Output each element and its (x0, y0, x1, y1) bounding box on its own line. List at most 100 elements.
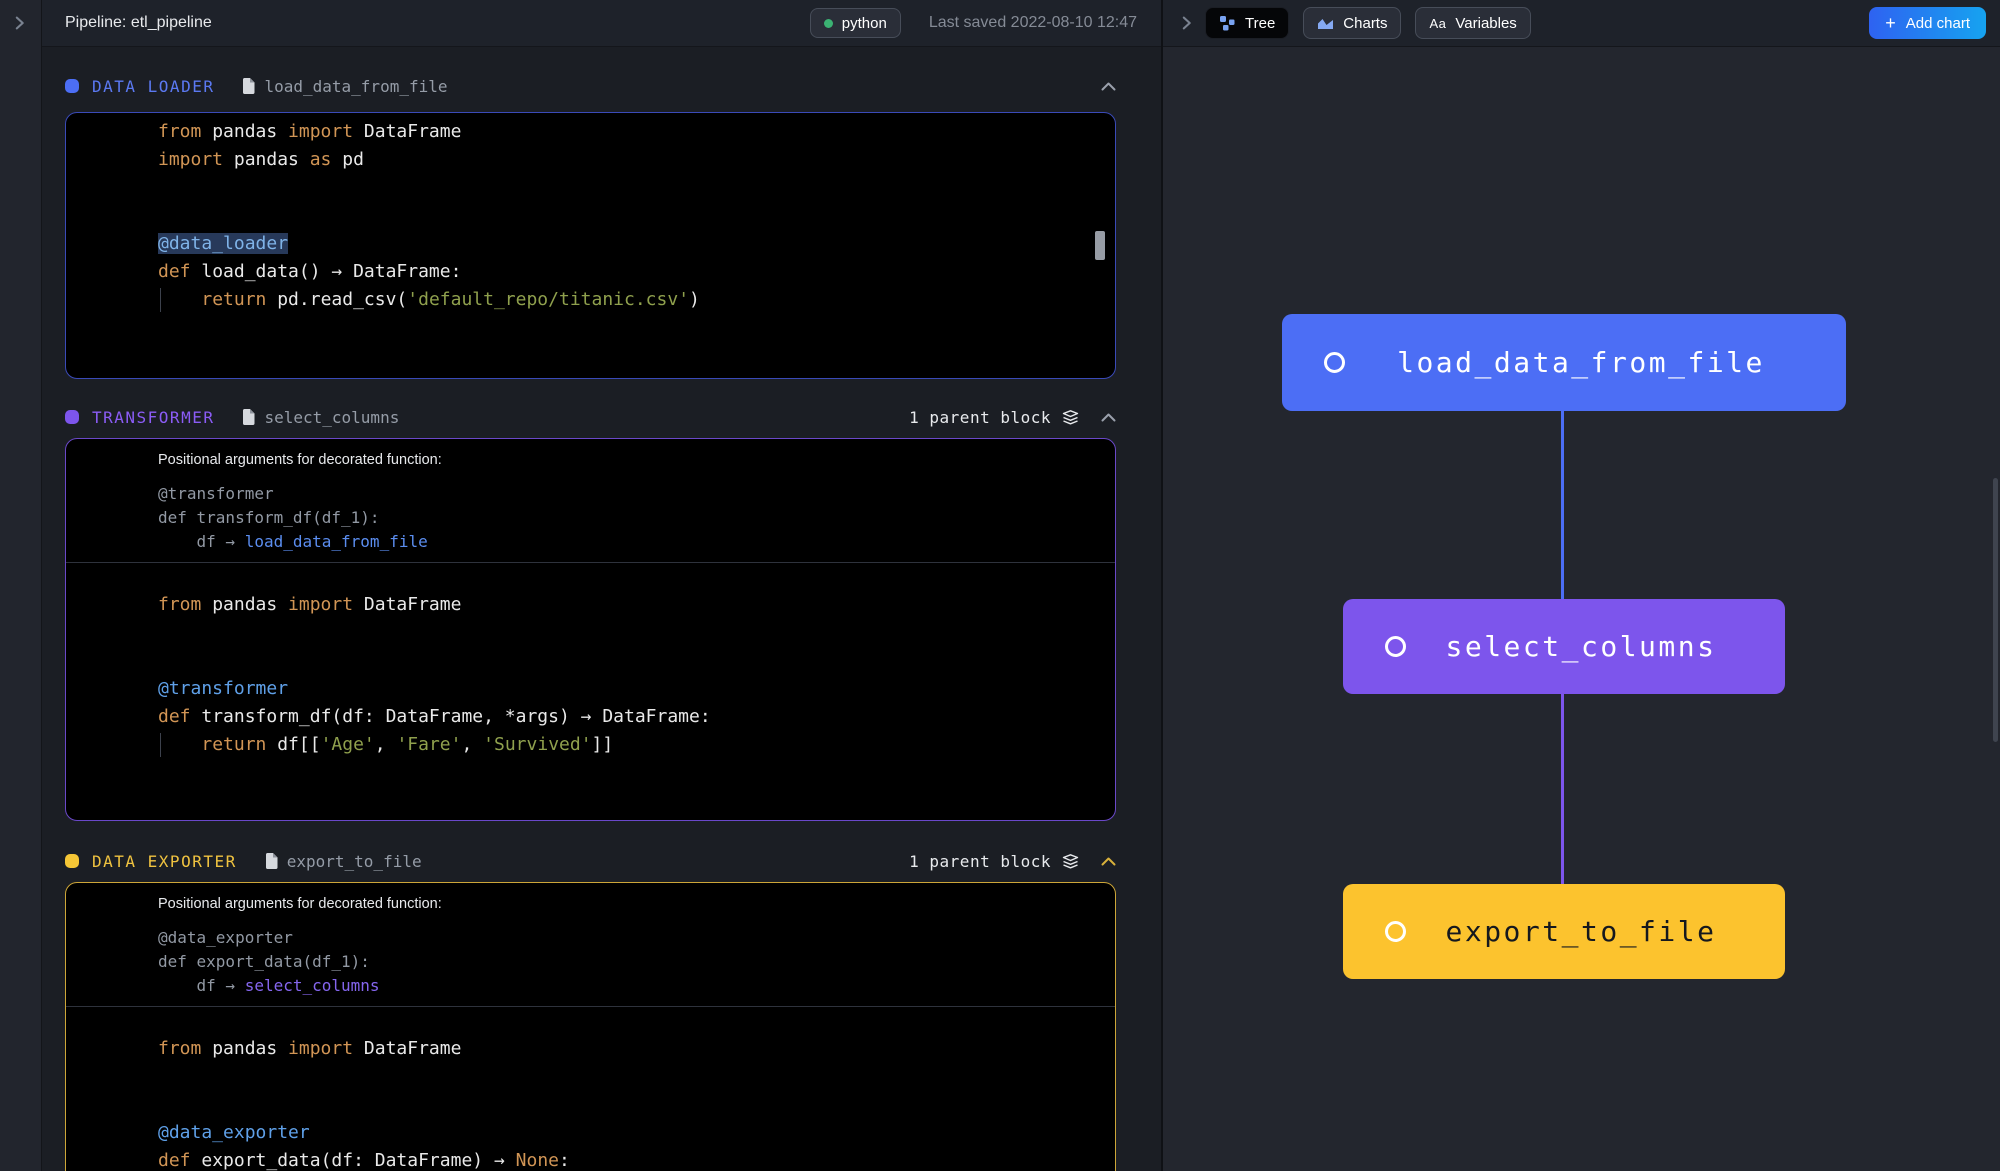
chart-icon (1317, 16, 1334, 30)
add-chart-label: Add chart (1905, 14, 1970, 32)
code-line: from pandas import DataFrame (158, 118, 1115, 146)
block-header-data-loader: DATA LOADER load_data_from_file (65, 73, 1116, 99)
code-line (158, 202, 1115, 230)
code-token: DataFrame (363, 594, 462, 615)
code-block-transformer: Positional arguments for decorated funct… (65, 438, 1116, 821)
code-token: from (158, 594, 213, 615)
tree-icon (1219, 15, 1236, 31)
dag-node-label: load_data_from_file (1397, 346, 1765, 379)
code-token: import (288, 121, 364, 142)
code-token: df → (158, 976, 245, 995)
block-type-label: DATA LOADER (92, 76, 215, 96)
upstream-block-link[interactable]: select_columns (244, 976, 380, 995)
code-editor[interactable]: from pandas import DataFrame @transformer… (66, 563, 1115, 815)
tab-charts[interactable]: Charts (1303, 7, 1402, 39)
block-type-label: DATA EXPORTER (92, 851, 237, 871)
code-editor[interactable]: from pandas import DataFrame@data_export… (66, 1007, 1115, 1171)
chevron-up-icon[interactable] (1101, 857, 1116, 866)
code-line: return pd.read_csv('default_repo/titanic… (158, 286, 1115, 314)
tab-variables[interactable]: Aa Variables (1415, 7, 1531, 39)
block-type-label: TRANSFORMER (92, 407, 215, 427)
language-badge[interactable]: python (809, 8, 901, 38)
dag-edge (1561, 411, 1564, 599)
code-token: @transformer (158, 678, 289, 699)
dag-node-load-data-from-file[interactable]: load_data_from_file (1282, 314, 1846, 411)
code-line (158, 174, 1115, 202)
code-line: df → select_columns (158, 974, 1115, 998)
code-token: DataFrame (363, 121, 462, 142)
code-token: transform_df(df: DataFrame, *args) → Dat… (201, 706, 711, 727)
code-line (158, 787, 1115, 815)
code-line: @transformer (158, 675, 1115, 703)
node-status-circle-icon (1385, 636, 1406, 657)
chevron-up-icon[interactable] (1101, 82, 1116, 91)
block-header-transformer: TRANSFORMER select_columns 1 parent bloc… (65, 404, 1116, 430)
dag-node-label: export_to_file (1445, 915, 1717, 948)
dag-node-select-columns[interactable]: select_columns (1343, 599, 1785, 694)
dependency-tree-panel: load_data_from_file select_columns expor… (1163, 47, 2000, 1171)
code-line: @data_exporter (158, 926, 1115, 950)
code-token: ]] (591, 734, 614, 755)
code-token: 'default_repo/titanic.csv' (407, 289, 690, 310)
block-header-data-exporter: DATA EXPORTER export_to_file 1 parent bl… (65, 848, 1116, 874)
parent-block-count[interactable]: 1 parent block (909, 851, 1051, 871)
dag-node-export-to-file[interactable]: export_to_file (1343, 884, 1785, 979)
code-line: from pandas import DataFrame (158, 591, 1115, 619)
node-status-circle-icon (1324, 352, 1345, 373)
code-token: def (158, 706, 202, 727)
code-line (158, 619, 1115, 647)
code-line: import pandas as pd (158, 146, 1115, 174)
args-title: Positional arguments for decorated funct… (158, 452, 442, 468)
code-token: : (559, 1150, 570, 1171)
green-status-dot-icon (823, 18, 833, 28)
block-file-name: load_data_from_file (264, 76, 448, 96)
block-type-dot (65, 79, 79, 93)
code-token: return (201, 289, 278, 310)
code-token: pd.read_csv( (277, 289, 408, 310)
stack-icon[interactable] (1062, 853, 1079, 869)
panel-scrollbar-thumb[interactable] (1993, 478, 1998, 742)
block-file-name: export_to_file (286, 851, 422, 871)
code-token: pandas (212, 121, 289, 142)
code-token: @data_loader (158, 233, 289, 254)
editor-scrollbar-thumb[interactable] (1095, 231, 1105, 260)
code-line: return df[['Age', 'Fare', 'Survived']] (158, 731, 1115, 759)
chevron-up-icon[interactable] (1101, 413, 1116, 422)
code-line: def export_data(df: DataFrame) → None: (158, 1147, 1115, 1171)
code-token: ) (689, 289, 700, 310)
code-line (158, 1063, 1115, 1091)
code-token: pd (342, 149, 364, 170)
code-token: 'Fare' (396, 734, 462, 755)
stack-icon[interactable] (1062, 409, 1079, 425)
code-token: @transformer (158, 484, 274, 503)
code-line: def transform_df(df: DataFrame, *args) →… (158, 703, 1115, 731)
file-icon (265, 853, 278, 869)
code-token: load_data() → DataFrame: (201, 261, 462, 282)
collapse-sidekick-icon[interactable] (1179, 15, 1194, 31)
tab-charts-label: Charts (1343, 14, 1388, 32)
parent-block-count[interactable]: 1 parent block (909, 407, 1051, 427)
code-token: 'Age' (320, 734, 375, 755)
upstream-block-link[interactable]: load_data_from_file (244, 532, 428, 551)
code-token: None (515, 1150, 559, 1171)
tab-tree[interactable]: Tree (1205, 7, 1290, 39)
expand-file-browser-icon[interactable] (12, 15, 27, 36)
plus-icon: + (1885, 13, 1896, 33)
top-bar: Pipeline: etl_pipeline python Last saved… (42, 0, 2000, 47)
code-line: def transform_df(df_1): (158, 506, 1115, 530)
code-token: pandas (233, 149, 310, 170)
dag-node-label: select_columns (1445, 630, 1717, 663)
Aa-icon: Aa (1429, 15, 1447, 31)
indent-guide (160, 733, 161, 757)
code-token: def (158, 1150, 202, 1171)
code-token: from (158, 121, 213, 142)
code-token: @data_exporter (158, 928, 293, 947)
add-chart-button[interactable]: + Add chart (1869, 7, 1986, 39)
left-rail (0, 0, 42, 1171)
code-token: def transform_df(df_1): (158, 508, 380, 527)
code-line (158, 647, 1115, 675)
code-token: DataFrame (363, 1038, 462, 1059)
